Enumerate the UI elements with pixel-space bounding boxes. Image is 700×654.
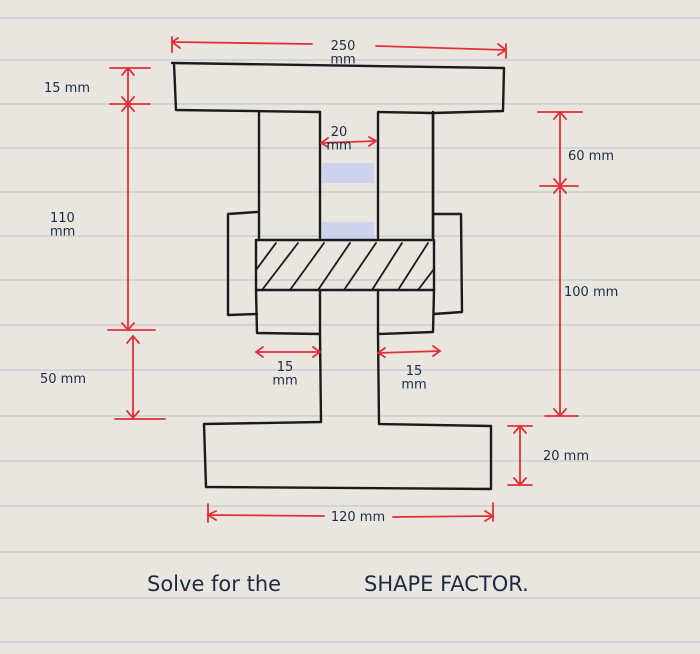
hatch-lines	[255, 242, 435, 291]
bottom-flange-thickness-label: 20 mm	[543, 449, 589, 464]
bottom-flange-width-label: 120 mm	[331, 510, 385, 525]
top-flange-thickness-label: 15 mm	[44, 81, 90, 96]
instruction: Solve for the SHAPE FACTOR.	[147, 572, 529, 596]
web-highlight	[322, 163, 374, 242]
instruction-right: SHAPE FACTOR.	[364, 572, 529, 596]
right-middle-label: 100 mm	[564, 285, 618, 300]
top-web	[257, 110, 435, 240]
lower-web	[202, 288, 493, 491]
cross-section	[170, 61, 506, 491]
instruction-left: Solve for the	[147, 572, 281, 596]
middle-band	[254, 238, 436, 292]
right-upper-label: 60 mm	[568, 149, 614, 164]
ruled-lines	[0, 17, 700, 643]
lower-height-label: 50 mm	[40, 372, 86, 387]
left-side-plate	[226, 210, 259, 317]
dimension-lines	[107, 36, 583, 523]
right-side-plate	[432, 212, 464, 316]
